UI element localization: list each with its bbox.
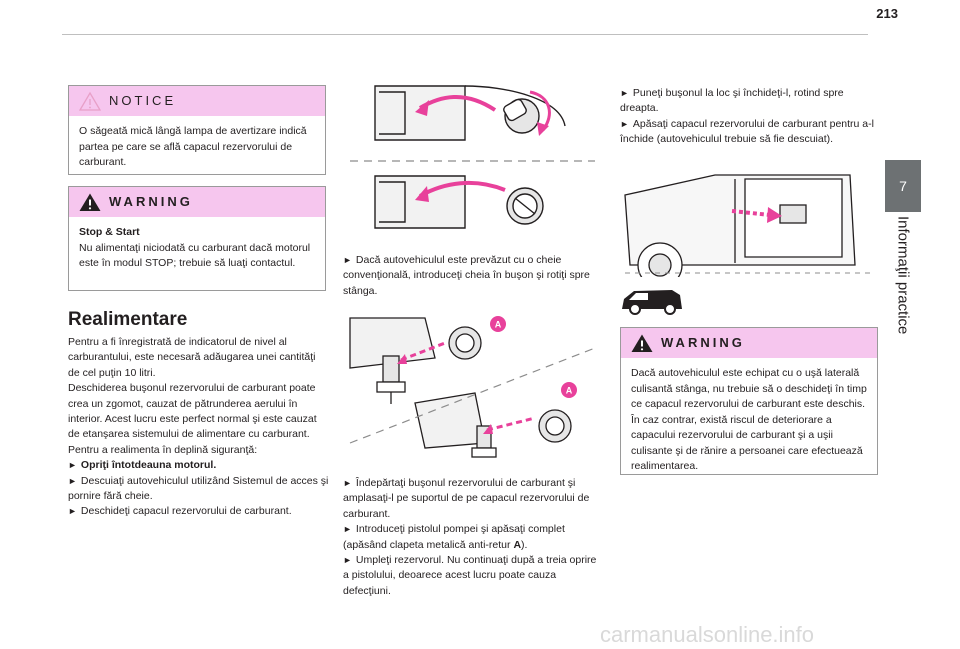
section-heading: Realimentare [68, 309, 188, 330]
step-remove-cap: ►Îndepărtaţi buşonul rezervorului de car… [343, 477, 590, 520]
step-open-flap: ►Deschideţi capacul rezervorului de carb… [68, 505, 292, 518]
step-close-flap: ►Apăsaţi capacul rezervorului de carbura… [620, 117, 874, 146]
chapter-title-vertical: Informaţii practice [883, 216, 923, 376]
notice-header: NOTICE [69, 86, 325, 116]
step-fill-tank: ►Umpleţi rezervorul. Nu continuaţi după … [343, 554, 597, 597]
fuel-cap-key-illustration [350, 85, 595, 229]
fuel-cap-turning-bottom [374, 175, 544, 229]
warning-title: WARNING [661, 335, 745, 350]
right-steps: ►Puneţi buşonul la loc şi închideţi-l, r… [620, 86, 878, 148]
label-a-badge [561, 382, 577, 398]
warning-text: Nu alimentaţi niciodată cu carburant dac… [79, 241, 311, 270]
watermark: carmanualsonline.info [600, 622, 815, 647]
notice-box: NOTICE O săgeată mică lângă lampa de ave… [68, 85, 326, 175]
arrow-bullet-icon: ► [68, 506, 77, 517]
notice-title: NOTICE [109, 93, 177, 108]
warning-icon [79, 193, 101, 211]
van-flap-illustration [624, 174, 870, 277]
warning-box-stop-start: WARNING Stop & Start Nu alimentaţi nicio… [68, 186, 326, 291]
middle-steps: ►Îndepărtaţi buşonul rezervorului de car… [343, 476, 605, 599]
page-number: 213 [876, 6, 898, 21]
arrow-bullet-icon: ► [343, 555, 352, 566]
warning-box-sliding-door: WARNING Dacă autovehiculul este echipat … [620, 327, 878, 475]
arrow-bullet-icon: ► [343, 255, 352, 265]
warning-subtitle: Stop & Start [79, 226, 140, 238]
step-key: ►Dacă autovehiculul este prevăzut cu o c… [343, 254, 590, 297]
label-a: A [495, 320, 502, 330]
label-a: A [566, 386, 573, 396]
header-divider [62, 34, 868, 35]
arrow-bullet-icon: ► [620, 88, 629, 98]
arrow-bullet-icon: ► [343, 524, 352, 535]
warning-header: WARNING [621, 328, 877, 358]
step-insert-nozzle: ►Introduceţi pistolul pompei şi apăsaţi … [343, 523, 565, 551]
chapter-title: Informaţii practice [894, 216, 912, 335]
paragraph-noise: Deschiderea buşonul rezervorului de carb… [68, 382, 317, 441]
warning-text: Dacă autovehiculul este echipat cu o uşă… [631, 367, 867, 472]
arrow-bullet-icon: ► [68, 475, 77, 486]
step-stop-engine: ►Opriţi întotdeauna motorul. [68, 459, 217, 472]
arrow-bullet-icon: ► [620, 118, 629, 129]
warning-icon [631, 334, 653, 352]
warning-title: WARNING [109, 194, 193, 209]
paragraph-safety-intro: Pentru a realimenta în deplină siguranţă… [68, 443, 258, 456]
notice-text: O săgeată mică lângă lampa de avertizare… [79, 125, 307, 168]
section-body: Pentru a fi înregistrată de indicatorul … [68, 335, 330, 520]
label-a-badge [490, 316, 506, 332]
pump-nozzle-illustration: A A [349, 316, 596, 458]
warning-header: WARNING [69, 187, 325, 217]
arrow-bullet-icon: ► [343, 478, 352, 488]
step-unlock: ►Descuiaţi autovehiculul utilizând Siste… [68, 474, 329, 503]
paragraph-min-quantity: Pentru a fi înregistrată de indicatorul … [68, 336, 316, 379]
chapter-tab[interactable]: 7 [885, 160, 921, 212]
warning-outline-icon [79, 91, 101, 111]
arrow-bullet-icon: ► [68, 460, 77, 471]
step-replace-cap: ►Puneţi buşonul la loc şi închideţi-l, r… [620, 87, 844, 115]
van-icon [622, 290, 682, 315]
